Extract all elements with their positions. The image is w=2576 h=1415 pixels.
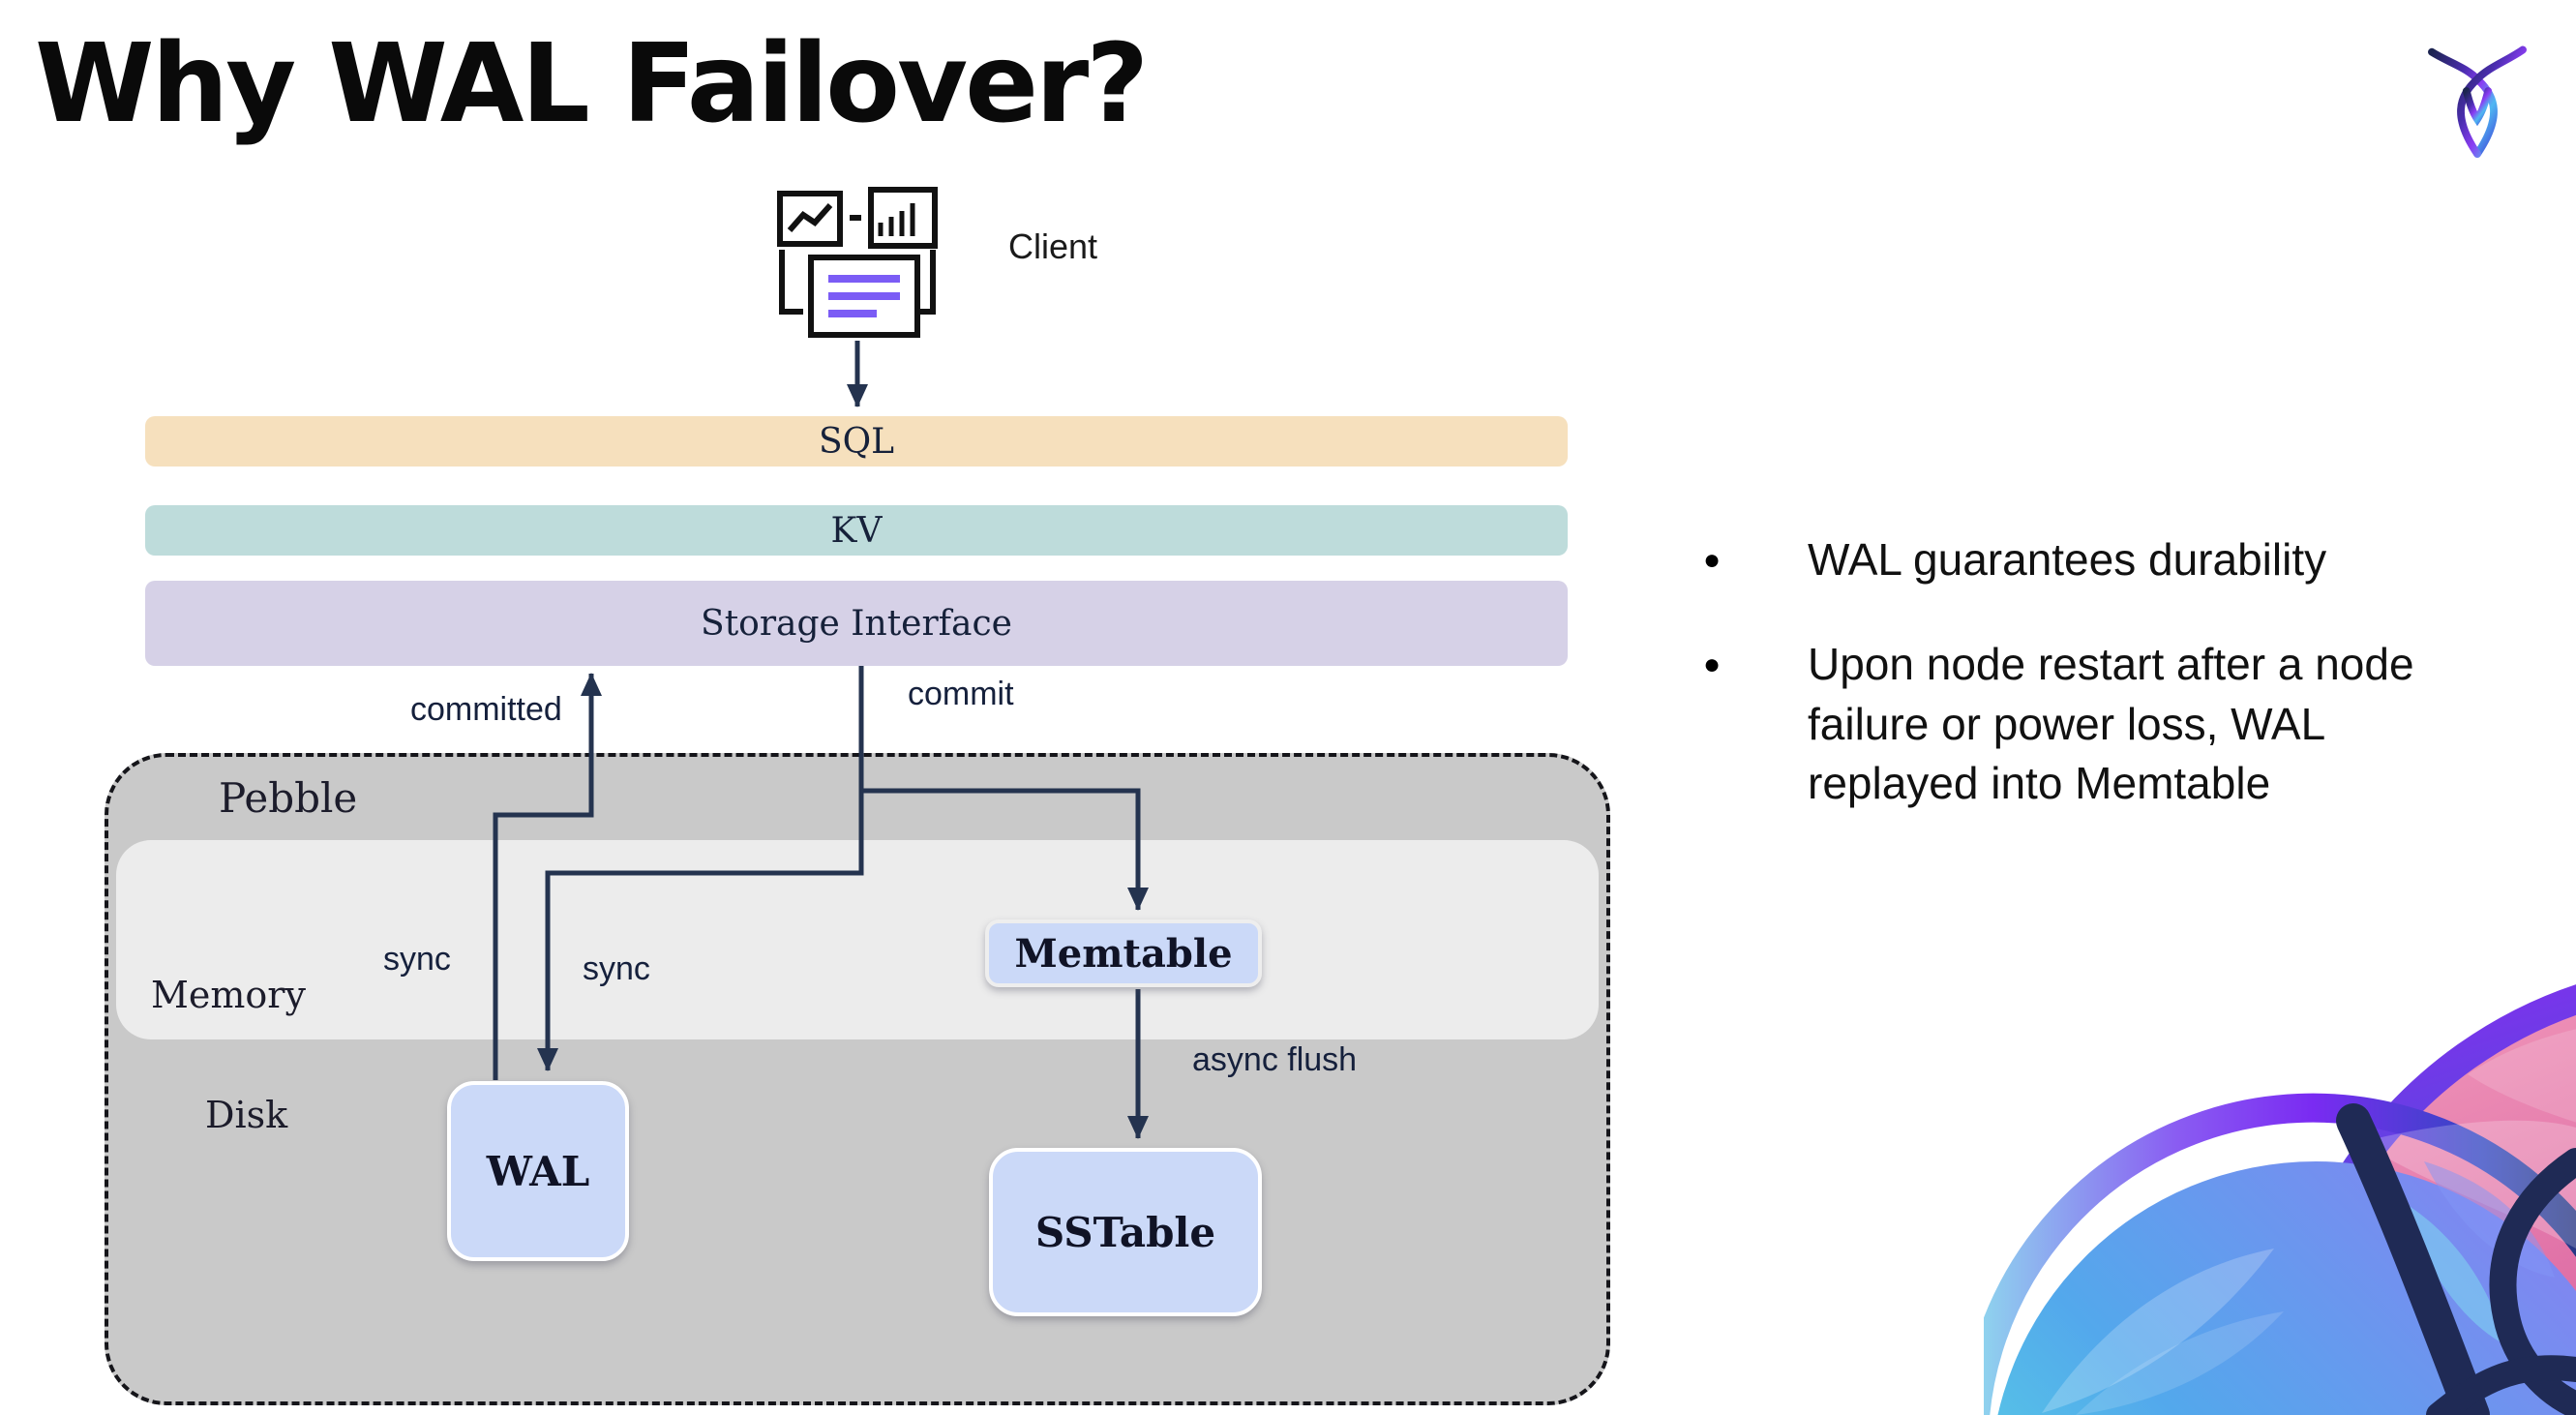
page-title: Why WAL Failover? — [35, 21, 1149, 147]
wal-label: WAL — [486, 1147, 590, 1195]
memory-band — [116, 840, 1599, 1039]
client-label: Client — [1008, 226, 1098, 266]
wal-node: WAL — [447, 1081, 629, 1261]
cockroachdb-logo-icon — [2428, 45, 2527, 158]
layer-sql-label: SQL — [818, 421, 895, 462]
sstable-label: SSTable — [1034, 1208, 1216, 1256]
layer-sql: SQL — [145, 416, 1568, 467]
memtable-label: Memtable — [1014, 930, 1233, 977]
bullet-text: Upon node restart after a node failure o… — [1808, 639, 2414, 809]
edge-label-committed: committed — [410, 691, 562, 728]
cockroach-brand-art — [1984, 958, 2576, 1415]
memory-label: Memory — [151, 974, 306, 1016]
layer-kv: KV — [145, 505, 1568, 556]
bullet-text: WAL guarantees durability — [1808, 534, 2327, 585]
layer-storage-label: Storage Interface — [701, 603, 1012, 644]
sstable-node: SSTable — [989, 1148, 1262, 1316]
pebble-label: Pebble — [219, 774, 358, 822]
layer-storage-interface: Storage Interface — [145, 581, 1568, 666]
layer-kv-label: KV — [830, 510, 883, 551]
bullet-marker-icon: ● — [1703, 648, 1722, 680]
edge-label-async-flush: async flush — [1192, 1041, 1358, 1078]
memtable-node: Memtable — [985, 919, 1262, 987]
edge-label-sync-committed: sync — [383, 941, 451, 978]
bullet-marker-icon: ● — [1703, 544, 1722, 576]
disk-label: Disk — [205, 1094, 288, 1136]
bullet-list: ● WAL guarantees durability ● Upon node … — [1703, 530, 2477, 814]
edge-label-commit: commit — [908, 676, 1014, 712]
list-item: ● WAL guarantees durability — [1703, 530, 2477, 590]
edge-label-sync-commit: sync — [583, 950, 650, 987]
list-item: ● Upon node restart after a node failure… — [1703, 635, 2477, 814]
client-terminal-icon — [777, 187, 938, 338]
